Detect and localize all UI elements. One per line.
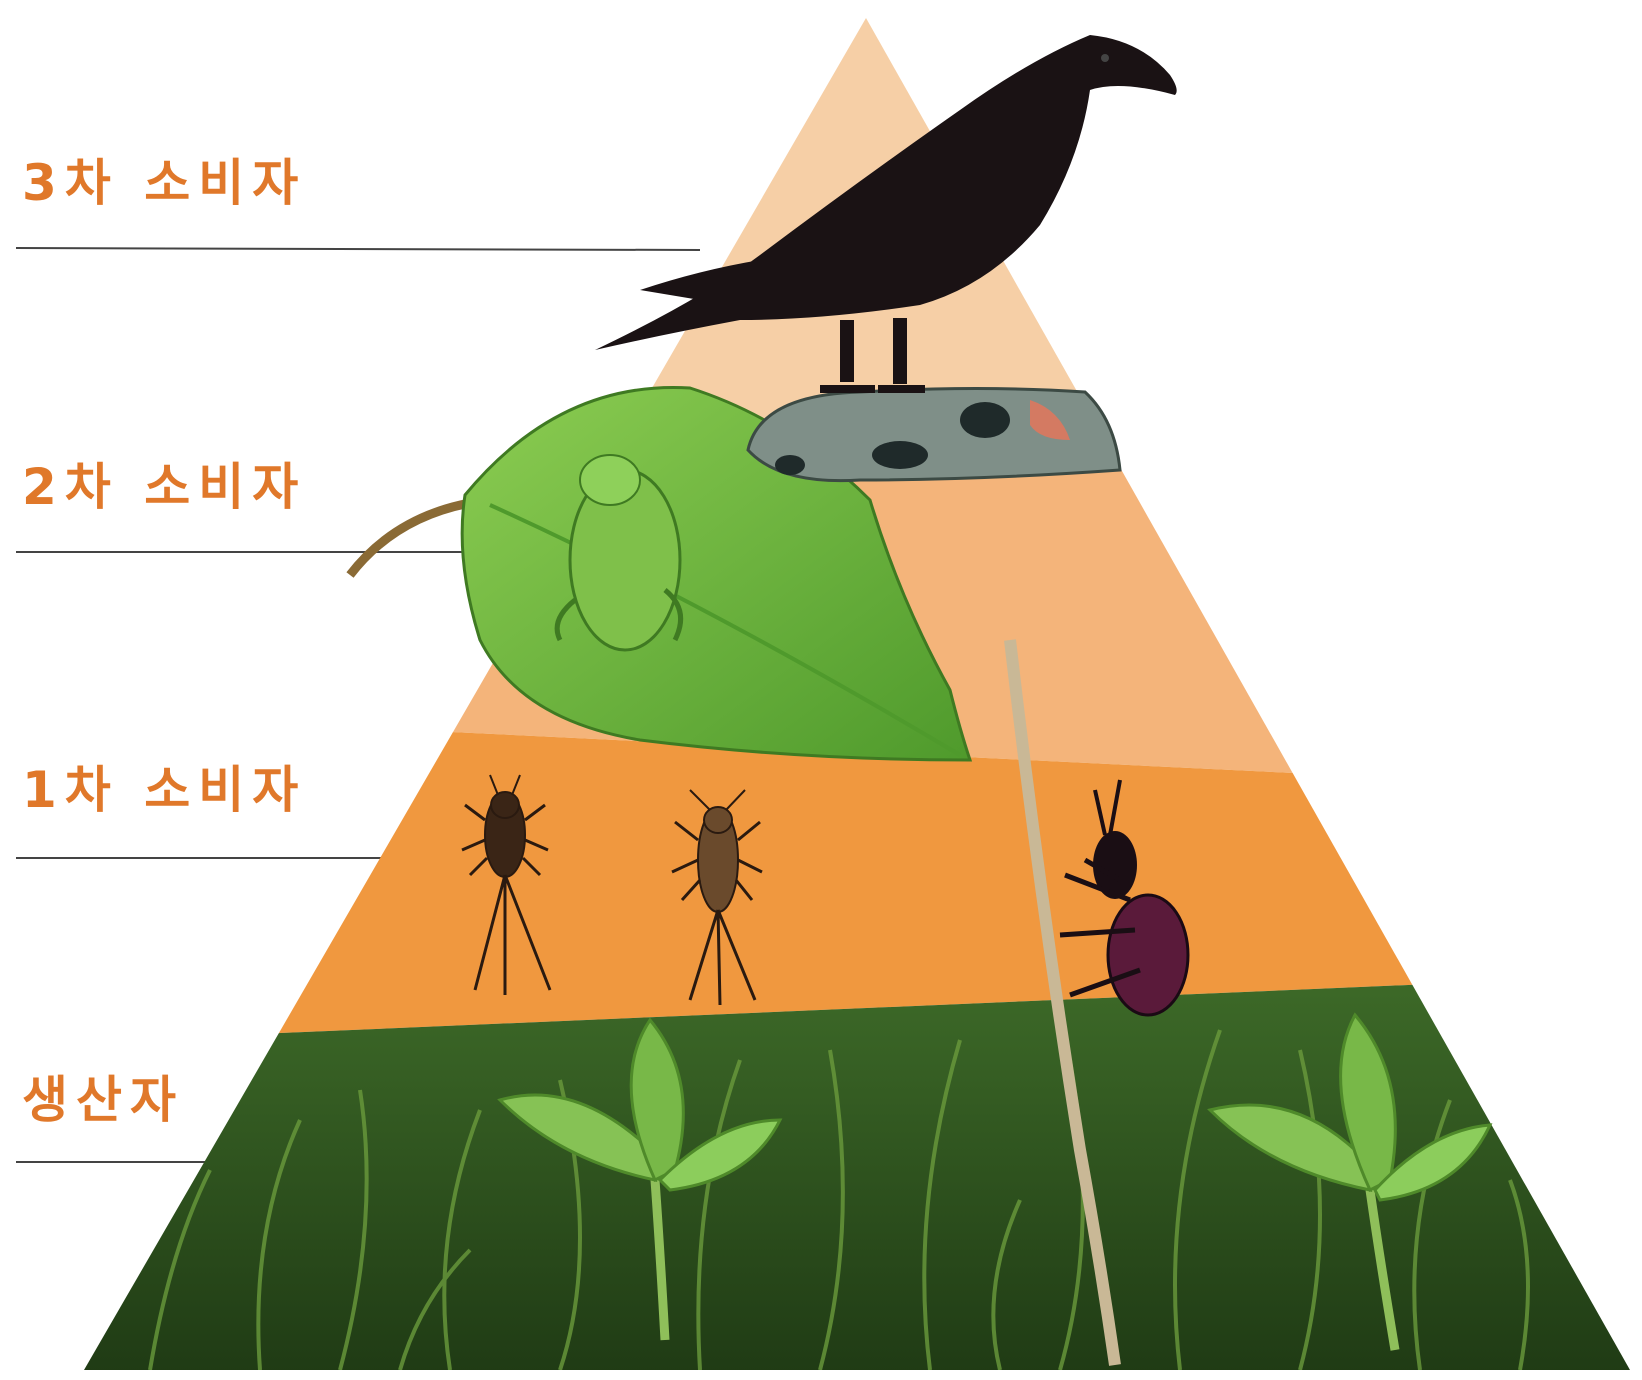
level-label-secondary-consumer: 2차 소비자 [22, 462, 306, 512]
level-label-primary-consumer: 1차 소비자 [22, 765, 306, 815]
snake-icon [748, 389, 1120, 481]
level-label-tertiary-consumer: 3차 소비자 [22, 158, 306, 208]
level-label-producer: 생산자 [22, 1075, 184, 1125]
guide-line-tertiary [16, 248, 700, 250]
crow-eye-icon [1101, 54, 1109, 62]
